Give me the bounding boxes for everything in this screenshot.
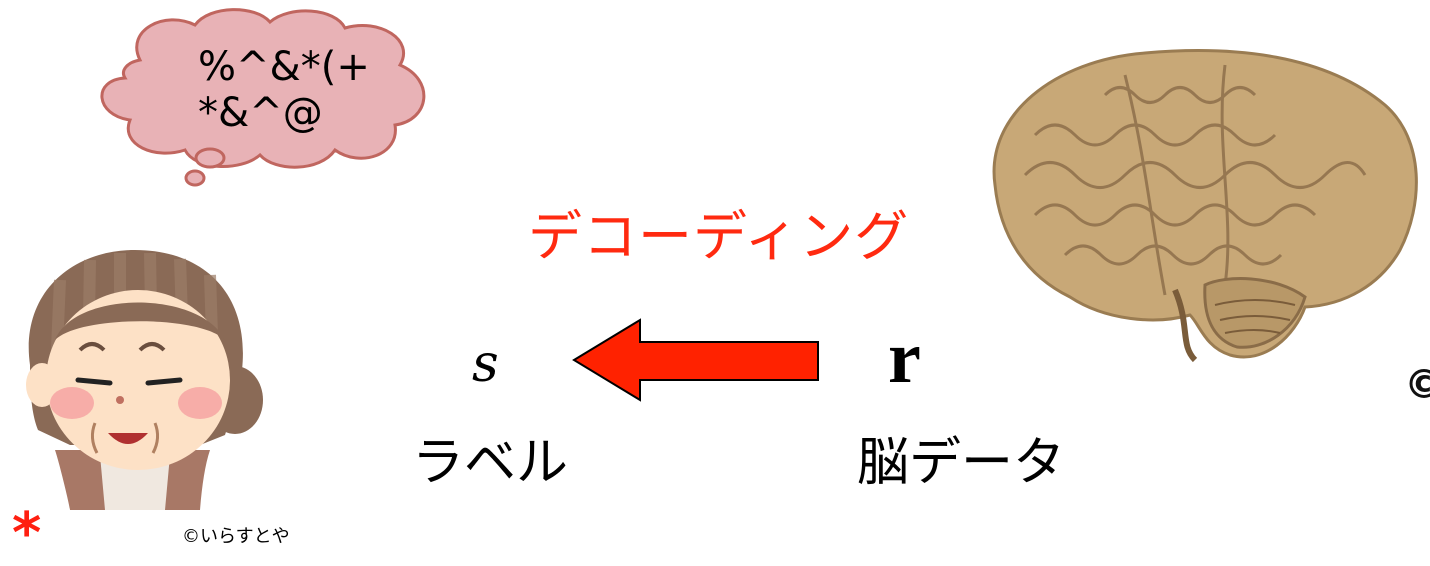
response-symbol: r bbox=[888, 317, 921, 399]
response-caption: 脳データ bbox=[857, 433, 1066, 493]
brain-image-icon bbox=[992, 49, 1418, 363]
left-arrow-icon bbox=[572, 318, 819, 402]
thought-bubble-icon bbox=[100, 8, 426, 187]
decoding-label: デコーディング bbox=[528, 205, 910, 268]
stimulus-caption: ラベル bbox=[412, 433, 569, 493]
creative-commons-icon: © bbox=[1404, 362, 1430, 408]
stimulus-symbol: s bbox=[472, 334, 499, 394]
illustration-credit: ©いらすとや bbox=[182, 526, 290, 547]
thought-text: %^&*(+ *&^@ bbox=[198, 44, 370, 136]
footnote-marker: * bbox=[12, 501, 42, 566]
thought-line-1: %^&*(+ bbox=[198, 44, 370, 90]
grandma-illustration-icon bbox=[26, 250, 263, 510]
thought-line-2: *&^@ bbox=[198, 90, 323, 136]
